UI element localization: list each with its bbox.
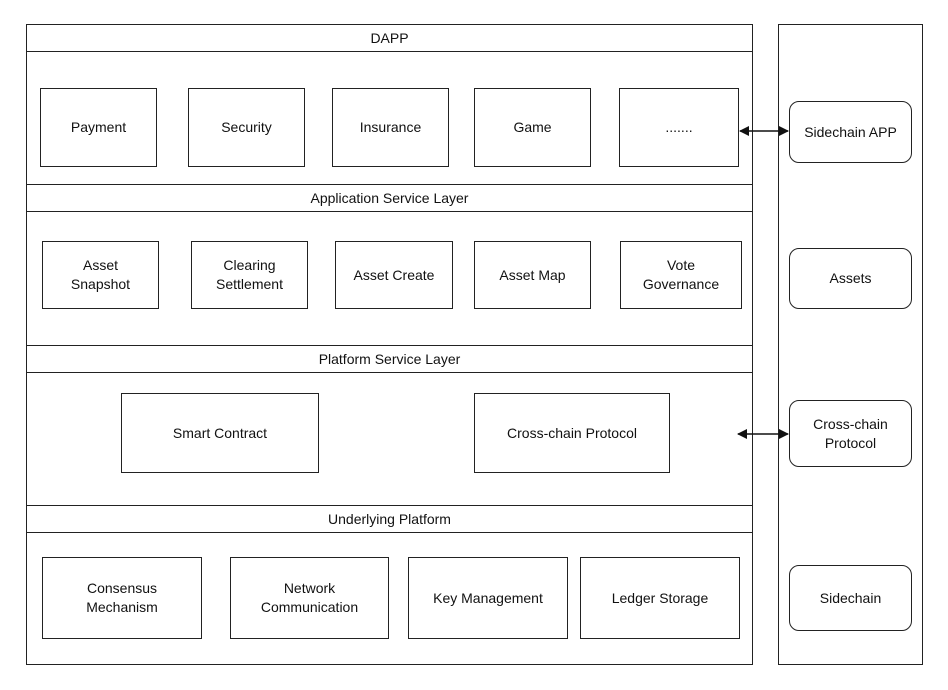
sidechain-item-sidechain: Sidechain <box>789 565 912 631</box>
sidechain-item-assets: Assets <box>789 248 912 309</box>
app-item-asset-snapshot: Asset Snapshot <box>42 241 159 309</box>
dapp-item-payment: Payment <box>40 88 157 167</box>
sidechain-item-cross-chain-protocol: Cross-chain Protocol <box>789 400 912 467</box>
dapp-item-insurance: Insurance <box>332 88 449 167</box>
sidechain-item-sidechain-app: Sidechain APP <box>789 101 912 163</box>
app-item-asset-map: Asset Map <box>474 241 591 309</box>
app-item-vote-governance: Vote Governance <box>620 241 742 309</box>
application-service-layer-title: Application Service Layer <box>26 184 753 212</box>
app-item-asset-create: Asset Create <box>335 241 453 309</box>
dapp-item-security: Security <box>188 88 305 167</box>
underlying-item-consensus-mechanism: Consensus Mechanism <box>42 557 202 639</box>
dapp-item-game: Game <box>474 88 591 167</box>
sidechain-column-frame <box>778 24 923 665</box>
underlying-platform-title: Underlying Platform <box>26 505 753 533</box>
underlying-item-key-management: Key Management <box>408 557 568 639</box>
underlying-item-ledger-storage: Ledger Storage <box>580 557 740 639</box>
underlying-item-network-communication: Network Communication <box>230 557 389 639</box>
platform-service-layer-title: Platform Service Layer <box>26 345 753 373</box>
platform-item-cross-chain-protocol: Cross-chain Protocol <box>474 393 670 473</box>
platform-item-smart-contract: Smart Contract <box>121 393 319 473</box>
dapp-layer-title: DAPP <box>26 24 753 52</box>
dapp-item-more: ....... <box>619 88 739 167</box>
app-item-clearing-settlement: Clearing Settlement <box>191 241 308 309</box>
